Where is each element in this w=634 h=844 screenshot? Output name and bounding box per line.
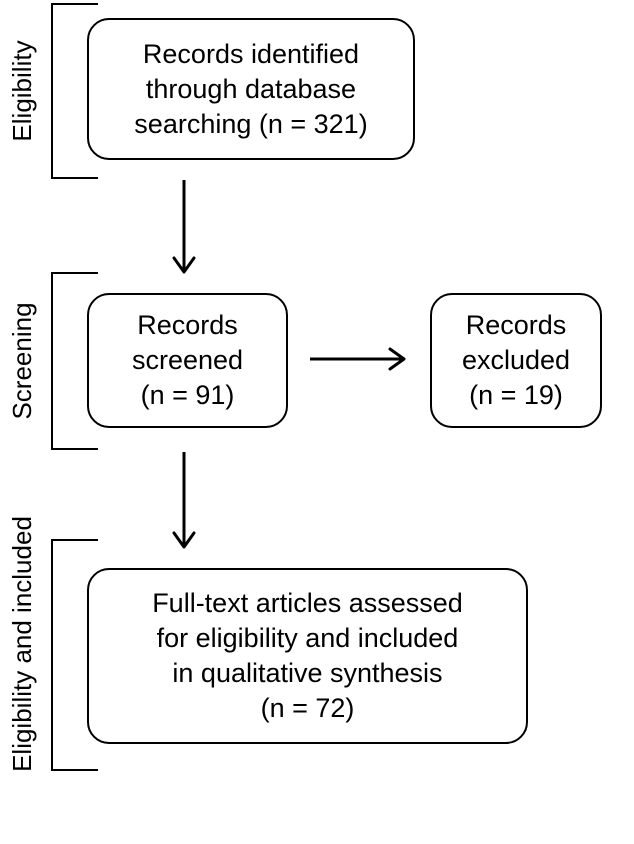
stage-label-eligibility-included: Eligibility and included	[7, 516, 37, 772]
stage-bracket-eligibility	[51, 3, 98, 179]
box-records-identified-text: Records identified through database sear…	[134, 38, 368, 139]
box-fulltext-articles-text: Full-text articles assessed for eligibil…	[152, 588, 463, 723]
box-records-excluded: Records excluded (n = 19)	[430, 293, 602, 428]
arrow-screened-to-fulltext	[172, 452, 196, 549]
box-fulltext-articles: Full-text articles assessed for eligibil…	[87, 568, 528, 744]
box-records-excluded-text: Records excluded (n = 19)	[461, 310, 571, 410]
box-records-identified: Records identified through database sear…	[87, 18, 415, 160]
arrow-identified-to-screened	[172, 180, 196, 274]
arrow-screened-to-excluded	[310, 347, 406, 371]
stage-bracket-screening	[51, 272, 98, 450]
box-records-screened: Records screened (n = 91)	[87, 293, 288, 428]
diagram-connectors	[51, 3, 406, 771]
box-records-screened-text: Records screened (n = 91)	[131, 310, 244, 410]
stage-bracket-eligibility-included	[51, 539, 98, 771]
